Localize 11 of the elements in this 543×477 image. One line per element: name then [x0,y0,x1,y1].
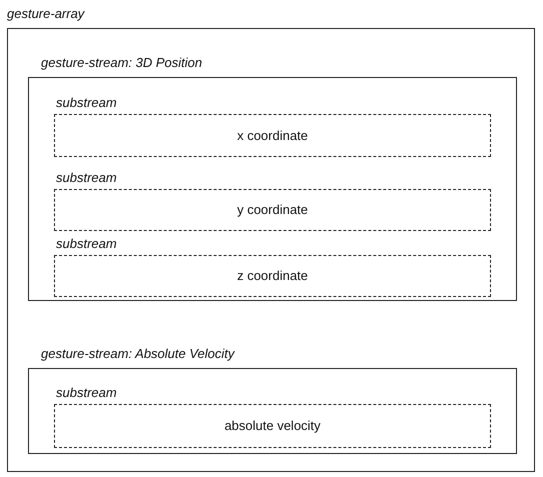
node-label: y coordinate [237,201,308,220]
heading: substream [56,95,117,111]
node-label: x coordinate [237,126,308,145]
heading: substream [56,236,117,252]
node-label: absolute velocity [224,417,321,436]
heading: gesture-array [7,6,84,22]
heading: substream [56,170,117,186]
node-label: z coordinate [237,267,308,286]
heading: gesture-stream: 3D Position [41,55,202,71]
heading: substream [56,385,117,401]
heading: gesture-stream: Absolute Velocity [41,346,234,362]
